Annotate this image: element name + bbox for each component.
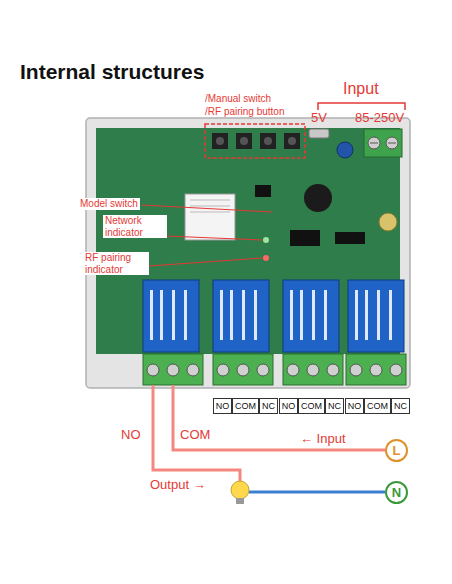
terminal-cell: COM: [232, 398, 259, 414]
terminal-circle: N: [385, 481, 408, 504]
callout-label: Model switch: [78, 198, 140, 210]
terminal-cell: COM: [364, 398, 391, 414]
terminal-circle: L: [385, 439, 408, 462]
callout-label: /RF pairing button: [205, 106, 285, 118]
title: Internal structures: [20, 60, 204, 84]
wire-label: Output →: [150, 478, 206, 493]
wire-label: COM: [180, 428, 210, 443]
terminal-letter: N: [392, 485, 401, 500]
terminal-cell: COM: [298, 398, 325, 414]
callout-label: /Manual switch: [205, 93, 271, 105]
terminal-cell: NO: [345, 398, 364, 414]
terminal-letter: L: [393, 443, 401, 458]
terminal-cell: NC: [259, 398, 278, 414]
callout-label: Network indicator: [103, 215, 167, 238]
terminal-cell: NO: [279, 398, 298, 414]
terminal-cell: NO: [213, 398, 232, 414]
callout-label: RF pairing indicator: [83, 252, 149, 275]
terminal-cell: NC: [325, 398, 344, 414]
input-label: Input: [343, 80, 379, 98]
voltage-label: 5V: [311, 111, 327, 126]
wire-label: NO: [121, 428, 141, 443]
voltage-label: 85-250V: [355, 111, 404, 126]
terminal-cell: NC: [391, 398, 410, 414]
wire-label: ← Input: [300, 432, 346, 447]
